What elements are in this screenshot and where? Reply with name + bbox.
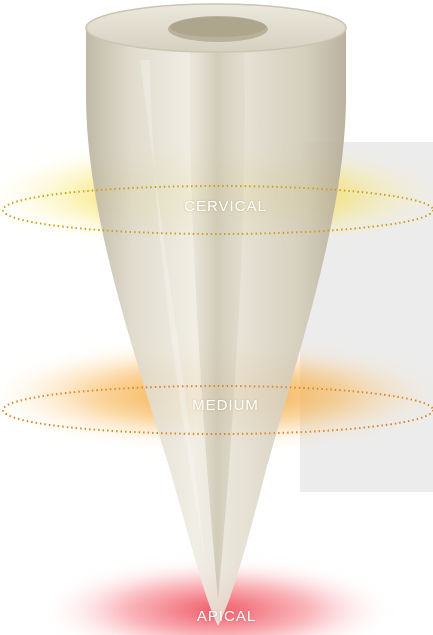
- medium-label: MEDIUM: [9, 397, 433, 414]
- apical-label: APICAL: [10, 608, 433, 625]
- cervical-label: CERVICAL: [9, 198, 433, 215]
- canal-opening-inner: [170, 17, 266, 37]
